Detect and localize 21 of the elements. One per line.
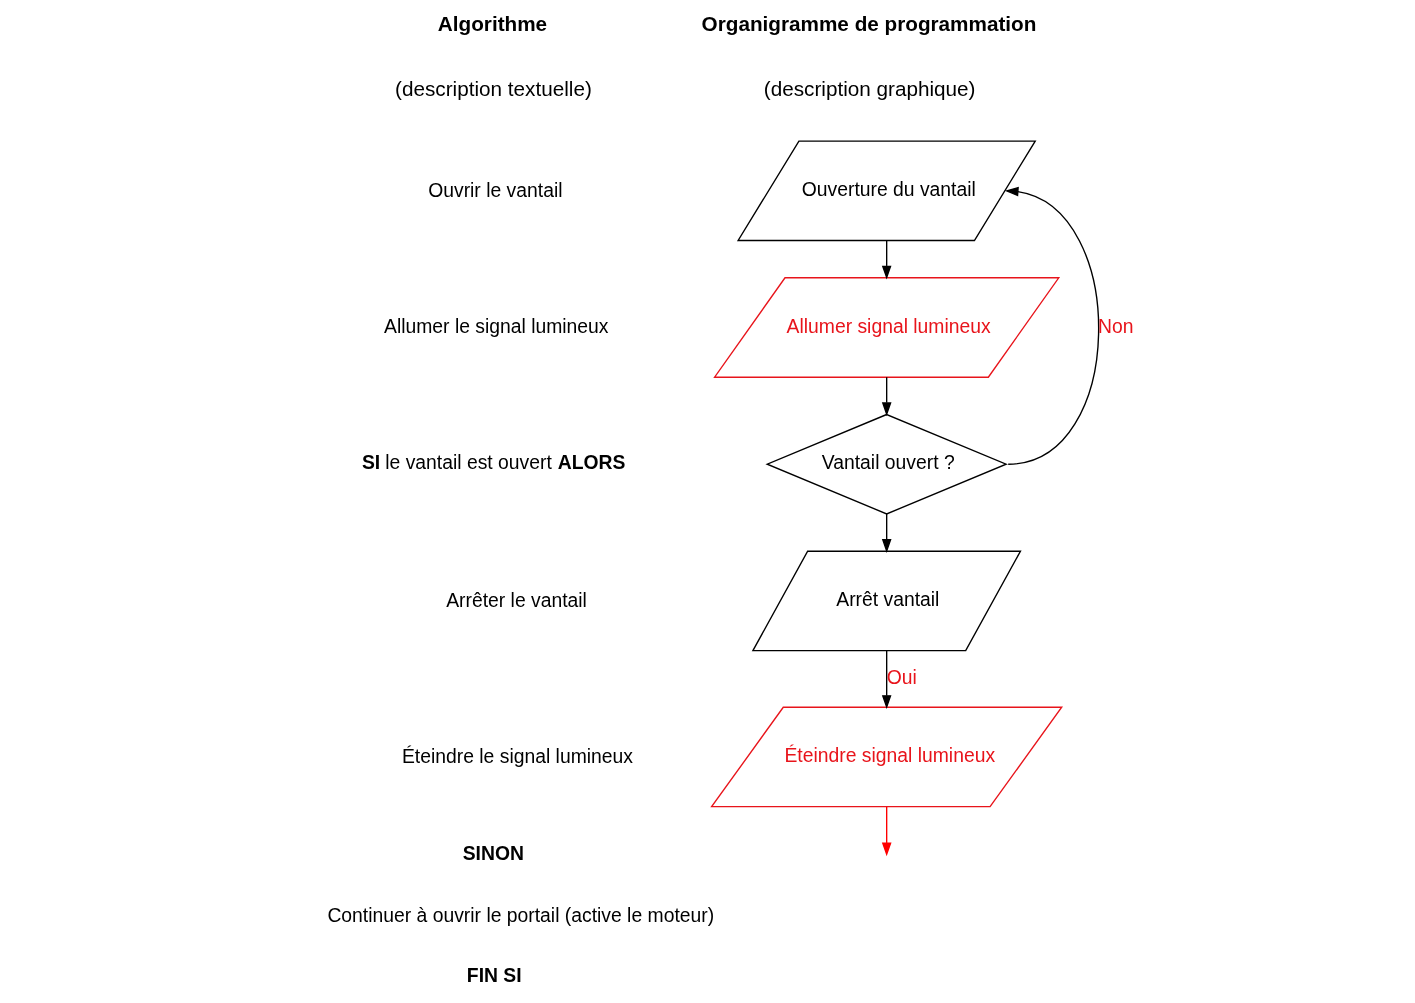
arrow [1004,186,1100,465]
label: Continuer à ouvrir le portail (active le moteur) [327,905,715,927]
edge-label: Non [1097,315,1134,337]
label: (description textuelle) [395,77,592,101]
label: Arrêter le vantail [446,589,587,611]
arrow [881,376,892,417]
label: Allumer le signal lumineux [384,316,609,338]
arrow [881,513,892,553]
label: FIN SI [466,964,522,986]
arrow [881,239,892,280]
label: SI le vantail est ouvert ALORS [361,451,626,473]
label: Ouvrir le vantail [428,179,563,201]
label: Algorithme [437,12,548,36]
label: SINON [462,843,524,865]
node-diamond: Vantail ouvert ? [765,413,1008,515]
arrow [881,806,892,857]
edge-label: Oui [886,667,917,689]
label: (description graphique) [763,77,976,101]
label: Organigramme de programmation [701,12,1037,36]
label: Éteindre le signal lumineux [401,745,633,767]
arrow [881,650,892,709]
